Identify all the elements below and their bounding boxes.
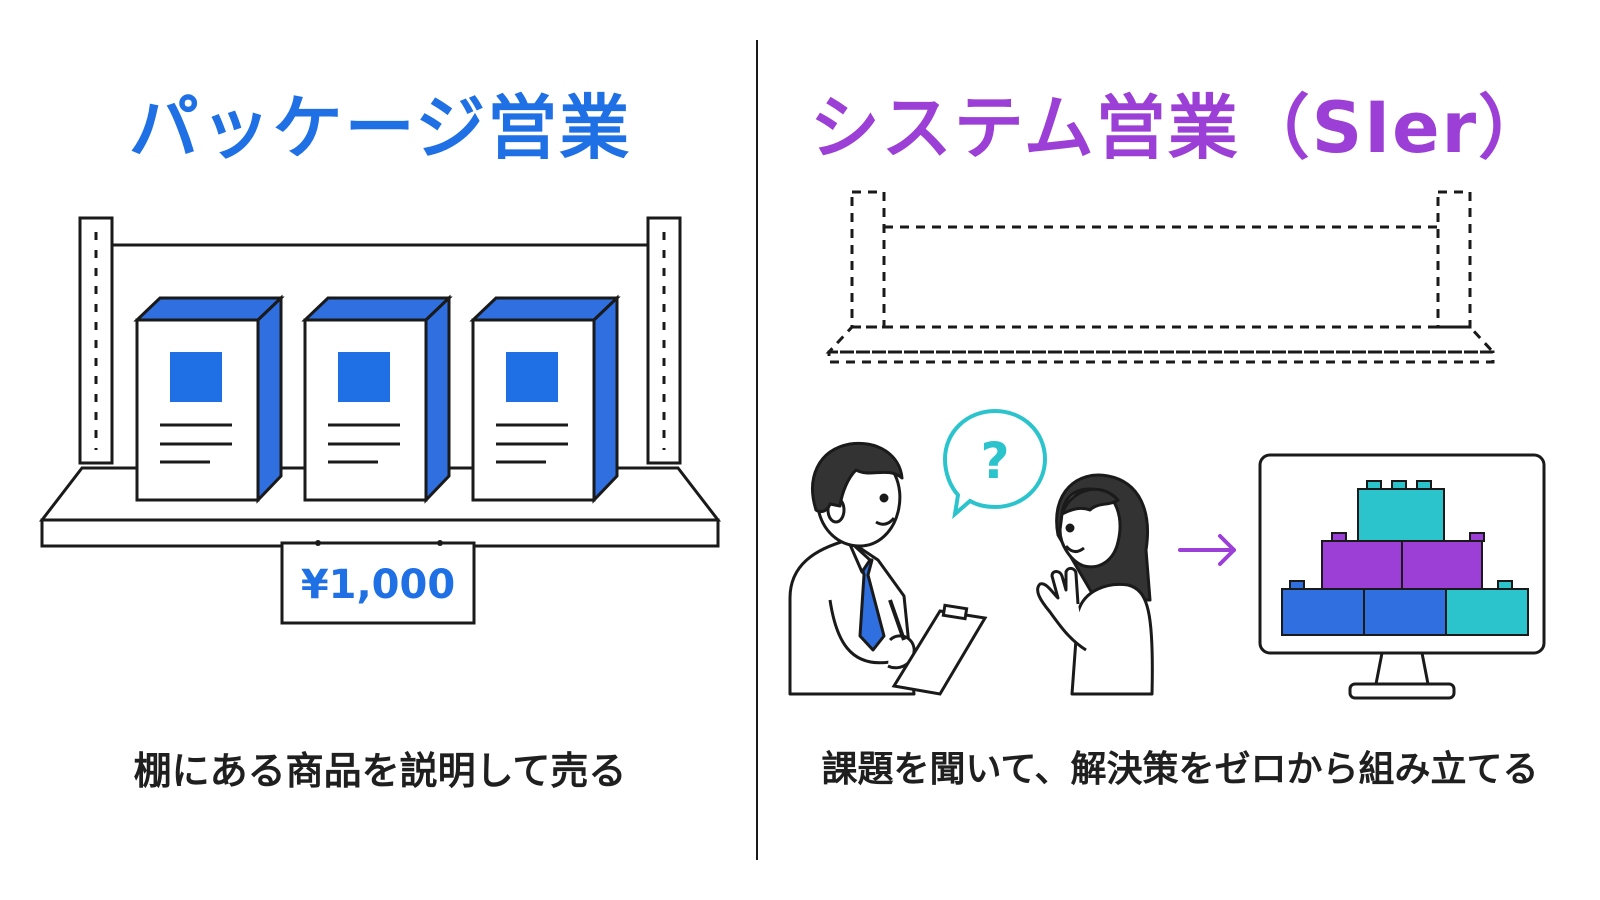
package-sales-caption: 棚にある商品を説明して売る [133, 749, 627, 793]
system-sales-caption: 課題を聞いて、解決策をゼロから組み立てる [821, 749, 1539, 790]
salesperson-icon [788, 441, 916, 696]
package-sales-title: パッケージ営業 [128, 87, 632, 169]
question-bubble-icon: ? [942, 408, 1048, 520]
building-blocks-icon [1281, 480, 1529, 636]
clipboard-icon [891, 603, 988, 696]
product-box-icon [133, 294, 285, 504]
price-tag-label: ¥1,000 [301, 562, 455, 608]
customer-icon [1036, 473, 1154, 696]
product-box-icon [301, 294, 453, 504]
price-tag-icon: ¥1,000 [280, 540, 476, 625]
product-box-icon [469, 294, 621, 504]
arrow-right-icon [1178, 534, 1236, 566]
system-sales-title: システム営業（SIer） [809, 87, 1551, 169]
dashed-empty-shelf-icon [825, 190, 1497, 364]
center-divider [756, 40, 758, 860]
question-symbol: ? [980, 432, 1009, 490]
